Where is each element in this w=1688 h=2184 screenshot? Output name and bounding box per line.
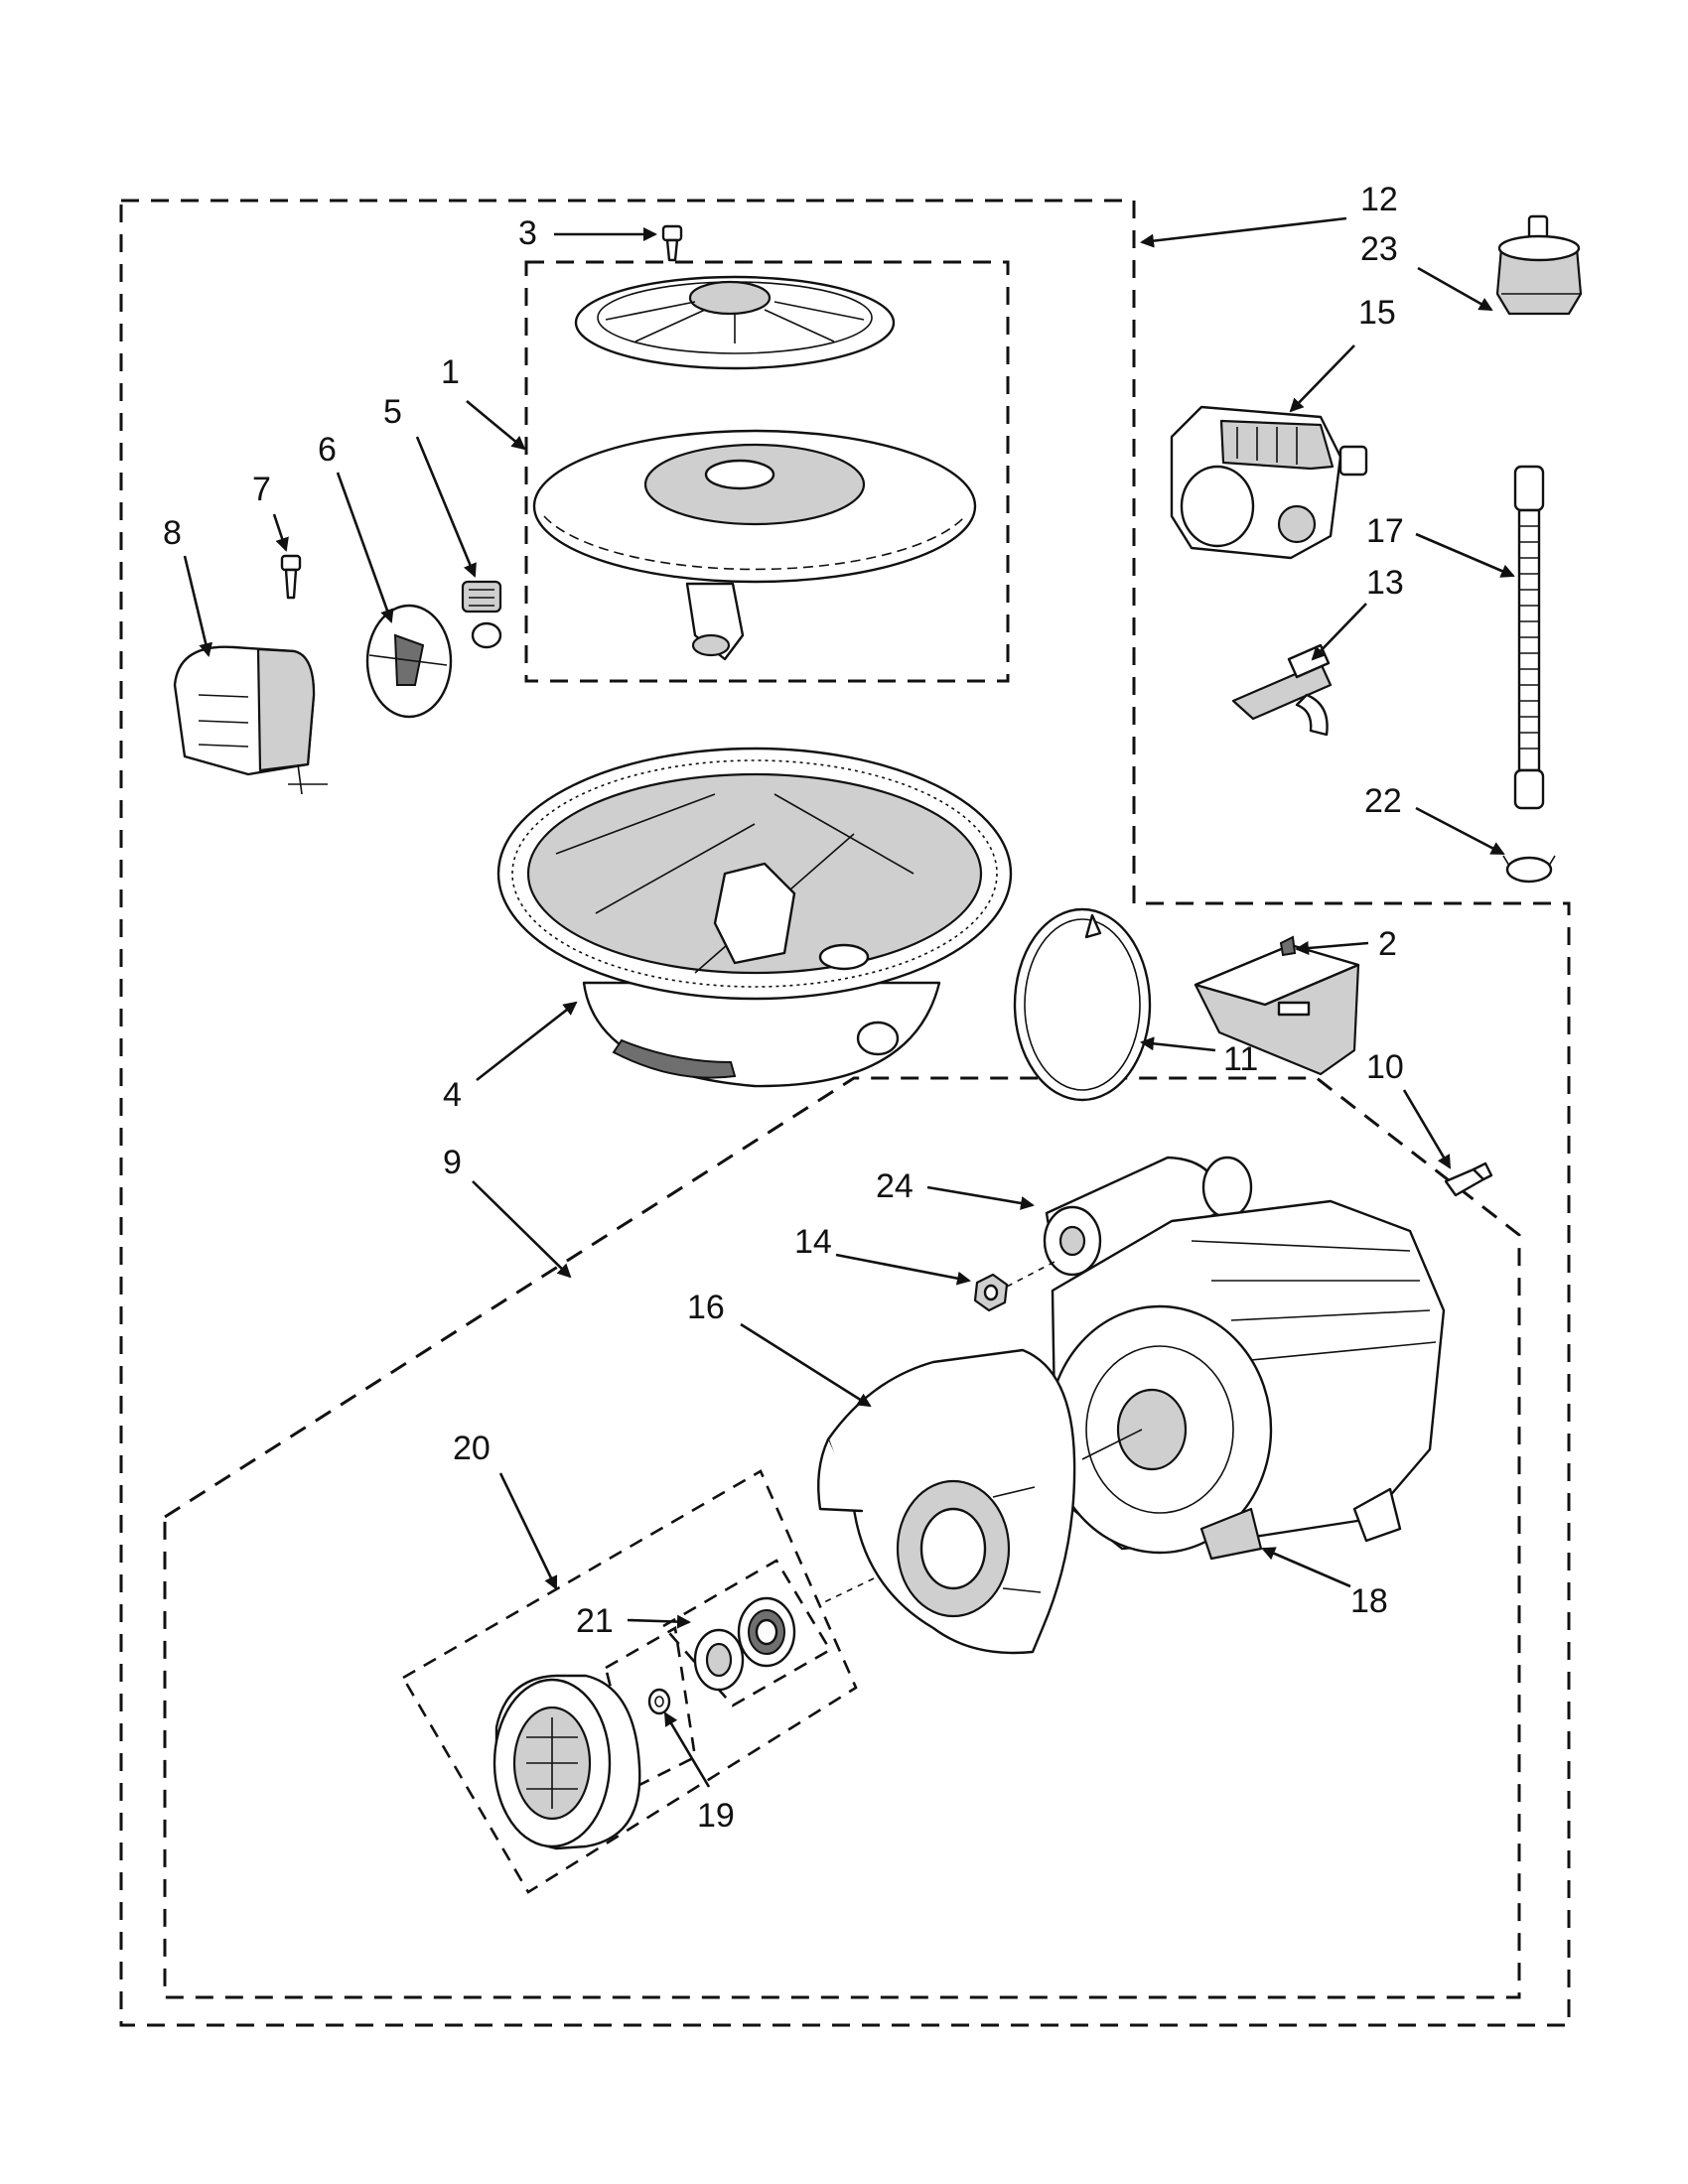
callout-14: 14 (794, 1223, 832, 1261)
callout-23: 23 (1360, 230, 1398, 268)
callout-22: 22 (1364, 782, 1402, 820)
clip-5-icon (461, 580, 502, 649)
callout-21: 21 (576, 1602, 614, 1640)
leader-20 (498, 1472, 558, 1590)
leader-22 (1415, 806, 1505, 856)
leader-11 (1140, 1036, 1216, 1052)
outer-assembly-boundary (119, 199, 1571, 2027)
drain-pump-15-icon (1170, 405, 1368, 560)
bracket-2-icon (1194, 935, 1360, 1076)
callout-2: 2 (1378, 925, 1397, 963)
leader-12 (1140, 216, 1347, 248)
callout-11: 11 (1223, 1040, 1258, 1078)
callout-15: 15 (1358, 294, 1396, 332)
gasket-11-icon (1013, 907, 1152, 1102)
leader-16 (740, 1322, 872, 1408)
hose-17-icon (1513, 465, 1545, 810)
nut-14-icon (973, 1260, 1057, 1312)
leader-13 (1311, 603, 1367, 661)
leader-21 (627, 1614, 691, 1629)
chopper-blade-6-icon (365, 604, 453, 719)
leader-1 (466, 399, 526, 451)
volute-16-icon (817, 1348, 1076, 1655)
callout-20: 20 (453, 1430, 491, 1467)
leader-9 (472, 1180, 572, 1279)
callout-3: 3 (518, 214, 537, 252)
filter-cover-icon (574, 275, 896, 370)
callout-19: 19 (697, 1797, 735, 1835)
cover-8-icon (173, 645, 328, 795)
leader-10 (1402, 1089, 1452, 1169)
clip-13-icon (1231, 643, 1333, 737)
callout-13: 13 (1366, 564, 1404, 602)
callout-17: 17 (1366, 512, 1404, 550)
callout-5: 5 (383, 393, 402, 431)
callout-6: 6 (318, 431, 337, 469)
screw-3-icon (661, 224, 683, 262)
leader-6 (336, 472, 394, 623)
callout-1: 1 (441, 353, 460, 391)
clamp-22-icon (1502, 855, 1556, 884)
leader-5 (415, 436, 477, 578)
leader-23 (1417, 266, 1493, 312)
impeller-20-icon (492, 1674, 641, 1850)
leader-7 (272, 513, 289, 552)
filter-assembly-boundary (524, 260, 1010, 683)
callout-10: 10 (1366, 1048, 1404, 1086)
leader-19 (663, 1711, 711, 1788)
callout-9: 9 (443, 1144, 462, 1181)
washer-19-icon (647, 1688, 671, 1715)
screw-7-icon (280, 554, 302, 600)
callout-18: 18 (1350, 1582, 1388, 1620)
motor-assembly-boundary (163, 1076, 1521, 1999)
seal-21-icon (693, 1596, 796, 1692)
capacitor-24-icon (1043, 1156, 1253, 1277)
leader-14 (835, 1253, 971, 1286)
callout-16: 16 (687, 1289, 725, 1326)
callout-labels: 1 2 3 4 5 6 7 8 9 10 11 12 13 14 15 16 1… (163, 181, 1404, 1835)
screw-10-icon (1444, 1161, 1493, 1197)
leader-lines (183, 216, 1515, 1788)
filter-housing-icon (532, 429, 977, 661)
callout-24: 24 (876, 1167, 914, 1205)
leader-17 (1415, 532, 1515, 578)
sensor-23-icon (1495, 214, 1583, 316)
sump-housing-4-icon (496, 747, 1013, 1088)
leader-18 (1261, 1547, 1351, 1588)
callout-4: 4 (443, 1076, 462, 1114)
callout-8: 8 (163, 514, 182, 552)
leader-8 (183, 555, 213, 657)
leader-24 (926, 1185, 1035, 1210)
seal-kit-boundary (401, 1469, 858, 1894)
callout-7: 7 (252, 471, 271, 508)
leader-15 (1289, 344, 1355, 413)
leader-4 (476, 1001, 578, 1082)
callout-12: 12 (1360, 181, 1398, 218)
leader-2 (1295, 941, 1369, 955)
parts-artwork (173, 214, 1583, 1850)
